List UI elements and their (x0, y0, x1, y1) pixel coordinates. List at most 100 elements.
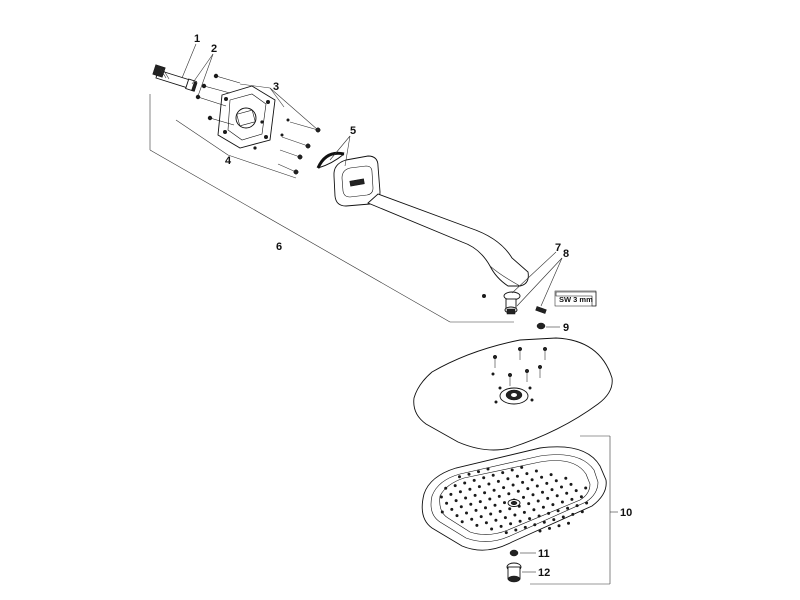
spray-nozzle (547, 511, 551, 515)
part-9-grub-screw (536, 322, 546, 330)
spray-nozzle (557, 524, 561, 528)
part-1-extension-pipe (152, 64, 191, 89)
spray-nozzle (552, 518, 556, 522)
spray-nozzle (474, 508, 478, 512)
spray-nozzle (521, 480, 525, 484)
spray-nozzle (541, 490, 544, 494)
callout-4: 4 (225, 155, 232, 167)
part-11-washer (509, 549, 519, 557)
spray-nozzle (460, 520, 464, 524)
part-3-screws (277, 118, 321, 175)
spray-nozzle (554, 479, 558, 483)
callout-8: 8 (563, 248, 569, 260)
spray-nozzle (536, 499, 540, 503)
spray-nozzle (502, 486, 506, 490)
spray-nozzle (511, 483, 515, 487)
spray-nozzle (453, 484, 457, 488)
spray-nozzle (518, 519, 522, 523)
spray-nozzle (503, 501, 506, 505)
spray-nozzle (508, 507, 512, 511)
spray-nozzle (555, 494, 559, 498)
spray-nozzle (528, 517, 532, 521)
spray-nozzle (509, 522, 513, 526)
spray-nozzle (450, 507, 454, 511)
spray-nozzle (444, 486, 448, 490)
part-escutcheon-cover (333, 155, 381, 207)
spray-nozzle (551, 503, 555, 507)
hex-key-label: SW 3 mm (559, 295, 593, 304)
spray-nozzle (439, 495, 443, 499)
spray-nozzle (510, 468, 514, 472)
spray-nozzle (574, 489, 578, 493)
spray-nozzle (486, 467, 490, 471)
spray-nozzle (560, 485, 563, 489)
spray-nozzle (490, 527, 494, 531)
spray-nozzle (497, 494, 501, 498)
spray-nozzle (537, 514, 541, 518)
spray-nozzle (498, 509, 502, 513)
part-12-fastener (506, 562, 522, 583)
spray-nozzle (488, 497, 492, 501)
spray-nozzle (464, 496, 468, 500)
callout-labels: 1 2 3 4 5 6 7 8 9 10 11 12 (194, 33, 632, 579)
spray-nozzle (584, 486, 588, 490)
spray-nozzle (556, 509, 560, 513)
part-6-shower-arm (367, 193, 529, 287)
part-shower-head-housing (413, 337, 613, 451)
spray-nozzle (465, 511, 468, 515)
spray-nozzle (522, 495, 525, 499)
spray-nozzle (538, 529, 542, 533)
spray-nozzle (499, 524, 503, 528)
spray-nozzle (569, 482, 573, 486)
spray-nozzle (477, 470, 480, 474)
spray-nozzle (579, 495, 583, 499)
spray-nozzle (516, 489, 520, 493)
spray-nozzle (566, 506, 570, 510)
spray-nozzle (463, 481, 467, 485)
spray-nozzle (561, 515, 565, 519)
spray-nozzle (440, 510, 444, 514)
spray-nozzle (513, 513, 517, 517)
spray-nozzle (533, 523, 537, 527)
spray-nozzle (506, 477, 510, 481)
spray-nozzle (541, 505, 545, 509)
spray-nozzle (469, 502, 473, 506)
spray-nozzle (540, 475, 544, 479)
spray-nozzle (458, 490, 462, 494)
spray-nozzle (564, 476, 568, 480)
spray-nozzle (546, 496, 550, 500)
spray-nozzle (550, 488, 554, 492)
spray-nozzle (548, 526, 551, 530)
spray-nozzle (496, 479, 500, 483)
spray-nozzle (504, 531, 508, 535)
spray-nozzle (527, 502, 531, 506)
part-7-8-connector (482, 291, 521, 315)
spray-nozzle (478, 500, 482, 504)
spray-nozzle (571, 512, 575, 516)
spray-nozzle (503, 516, 507, 520)
spray-nozzle (483, 491, 487, 495)
spray-nozzle (523, 525, 527, 529)
spray-nozzle (494, 518, 498, 522)
spray-nozzle (491, 473, 495, 477)
spray-nozzle (479, 515, 483, 519)
spray-nozzle (475, 523, 479, 527)
spray-nozzle (455, 514, 459, 518)
callout-7: 7 (555, 242, 561, 254)
spray-nozzle (522, 510, 526, 514)
spray-nozzle (472, 478, 476, 482)
spray-nozzle (585, 501, 589, 505)
spray-nozzle (565, 491, 569, 495)
spray-nozzle (514, 528, 518, 532)
spray-nozzle (477, 485, 481, 489)
spray-nozzle (530, 478, 534, 482)
spray-nozzle (445, 501, 449, 505)
spray-nozzle (459, 505, 463, 509)
callout-3: 3 (273, 81, 279, 93)
spray-nozzle (531, 493, 535, 497)
spray-nozzle (489, 512, 493, 516)
spray-nozzle (501, 471, 505, 475)
spray-nozzle (570, 497, 574, 501)
spray-nozzle (515, 474, 519, 478)
